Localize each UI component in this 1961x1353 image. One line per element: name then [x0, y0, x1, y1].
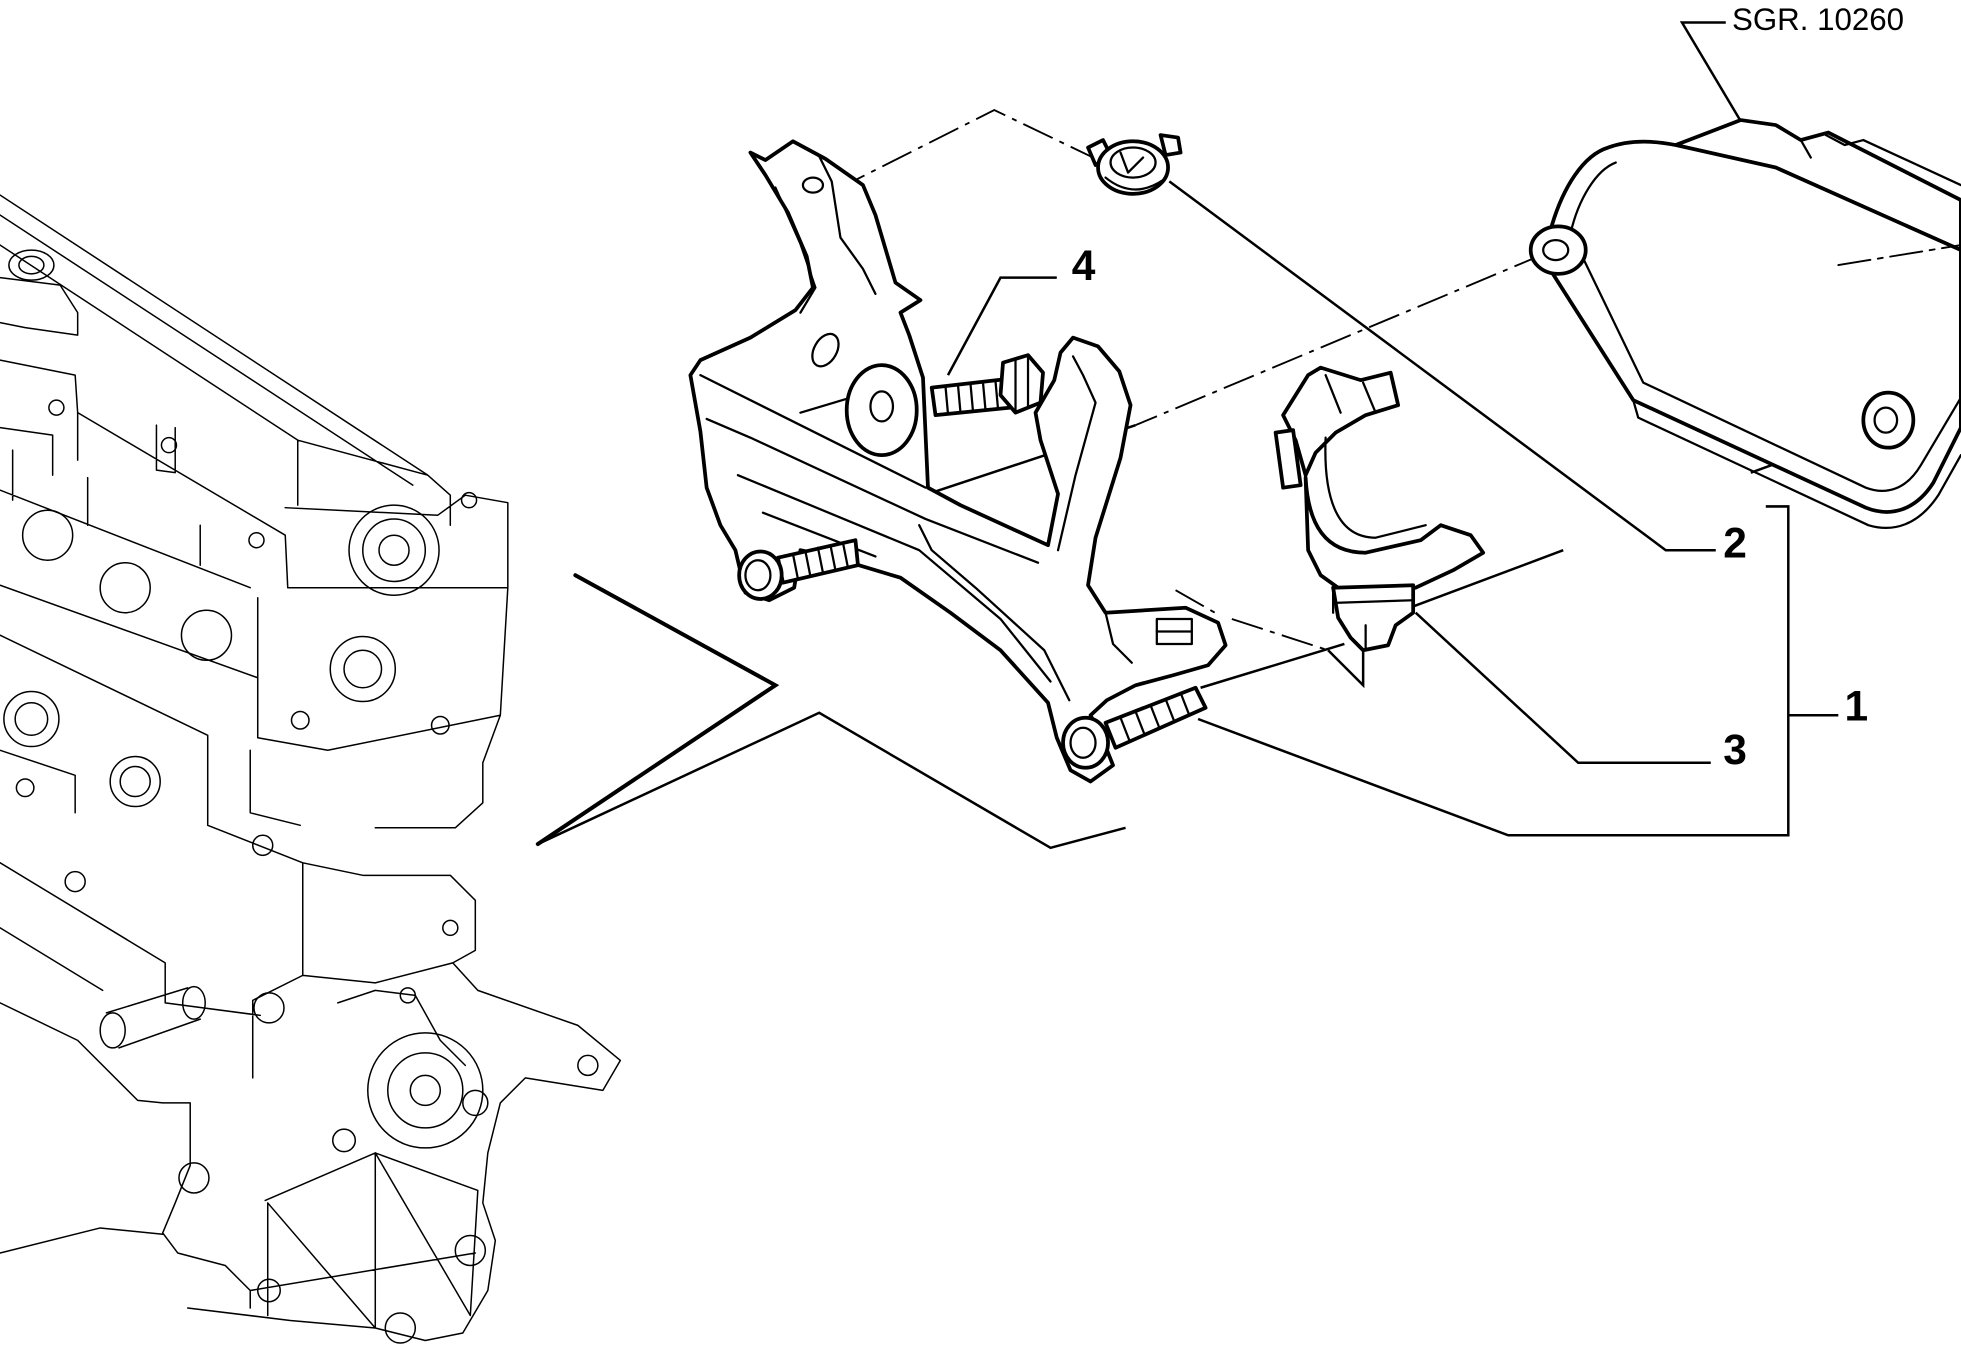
engine-bolt-hole [48, 399, 65, 416]
bolt-4 [929, 353, 1045, 418]
ecu-axis [1837, 244, 1961, 267]
block-boss [3, 690, 60, 748]
screw-thread [1119, 691, 1191, 742]
water-pipe-end [181, 985, 206, 1020]
engine-bolt-hole [253, 992, 285, 1024]
flange-nut-2 [1086, 133, 1183, 196]
callout-2: 2 [1723, 521, 1747, 568]
ecu-rim [1569, 161, 1961, 492]
block-boss [109, 755, 161, 808]
leader-callout-2 [1168, 180, 1716, 552]
callout-3: 3 [1723, 727, 1747, 774]
reference-code: SGR. 10260 [1732, 2, 1904, 37]
crank-pulley-hub [409, 1074, 442, 1107]
camshaft-hub [378, 534, 410, 566]
engine-bolt-hole [248, 531, 265, 549]
bracket-body [688, 139, 1228, 784]
assembly-axis-nut [835, 108, 1091, 191]
screw-head-face [1069, 726, 1097, 759]
engine-bolt-hole [15, 778, 35, 798]
bolt-hex-facets [1014, 354, 1030, 414]
engine-bolt-hole [290, 710, 310, 730]
ecu-mount-hole-lower [1873, 406, 1899, 434]
engine-bolt-hole [454, 1234, 487, 1267]
engine-bolt-hole [384, 1312, 417, 1344]
engine-bolt-hole [178, 1162, 210, 1194]
nut-bore [1109, 146, 1157, 179]
engine-bolt-hole [160, 436, 178, 454]
clip-channel [1303, 475, 1486, 598]
mount-position-wedge [535, 573, 780, 847]
assembly-axis-clip-pin [1327, 643, 1365, 689]
oil-filler-cap [8, 249, 55, 281]
bolt-hex-head [998, 353, 1045, 415]
bolt-head-face [744, 559, 772, 592]
engine-bolt-hole [430, 715, 450, 735]
water-pipe-end [99, 1012, 126, 1049]
bolt-thread [791, 541, 850, 581]
clip-details [1324, 374, 1427, 652]
assembly-axis-clip [1412, 549, 1564, 608]
bracket-slot [811, 332, 840, 368]
leader-callout-3 [1414, 611, 1711, 765]
engine-bolt-hole [256, 1278, 281, 1303]
clip-side-tab [1273, 428, 1303, 490]
front-boss-inner [343, 649, 383, 689]
callout-1: 1 [1845, 683, 1869, 730]
ecu-mount-hole-upper [1542, 238, 1570, 262]
mounting-bolt-left [737, 538, 860, 601]
engine-bolt-hole [64, 870, 86, 893]
engine-bolt-hole [332, 1128, 357, 1153]
block-boss-inner [119, 765, 151, 798]
assembly-axis-ecu-upper [1135, 252, 1545, 427]
leader-callout-1-bracket [1197, 505, 1839, 837]
clip-upper-body [1281, 365, 1401, 478]
bracket-tab-hole [869, 390, 895, 423]
ecu-mount-boss-upper [1528, 224, 1588, 276]
leader-callout-4 [946, 276, 1057, 376]
assembly-axis-clip-slot [1175, 589, 1329, 652]
engine-bolt-hole [460, 491, 478, 509]
ecu-mount-boss-lower [1861, 390, 1916, 450]
mounting-bracket [688, 139, 1228, 784]
nut-flange-edge [1104, 151, 1165, 191]
engine-bolt-hole [442, 919, 459, 937]
oil-filler-cap-inner [18, 255, 45, 275]
ecu-base-edge [1632, 399, 1961, 529]
bracket-fold-lines [699, 155, 1133, 702]
crank-pulley [367, 1032, 484, 1149]
engine-bolt-hole [251, 834, 274, 857]
engine-bolt-hole [399, 987, 417, 1004]
bolt-thread [944, 380, 1000, 416]
camshaft-seal [348, 504, 440, 596]
screw-head [1061, 715, 1110, 770]
engine-bolt-hole [462, 1089, 489, 1117]
harness-clip-3 [1273, 365, 1486, 653]
exhaust-port [180, 609, 233, 661]
engine-bolt-hole [577, 1054, 599, 1077]
ecu-connector-lines [1799, 133, 1961, 187]
bracket-round-tab [844, 363, 919, 458]
leader-ref-code [1679, 21, 1742, 122]
bracket-top-hole [801, 176, 825, 194]
exhaust-port [99, 561, 151, 614]
camshaft-seal-inner [362, 518, 427, 583]
engine-outline [0, 194, 622, 1342]
engine-block [0, 194, 622, 1344]
nut-tab-right [1158, 133, 1183, 157]
exhaust-port [21, 509, 74, 561]
front-boss [329, 635, 397, 703]
ecu-control-unit [1528, 118, 1961, 529]
clip-connector [1331, 583, 1416, 653]
block-boss-inner [14, 702, 49, 737]
assembly-axis-screw [1200, 642, 1345, 689]
ecu-housing-front [1543, 139, 1961, 514]
crank-pulley-inner [387, 1052, 464, 1129]
mount-position-wedge-lower [537, 711, 1126, 850]
callout-4: 4 [1072, 243, 1096, 290]
mounting-screw-lower [1061, 685, 1208, 770]
